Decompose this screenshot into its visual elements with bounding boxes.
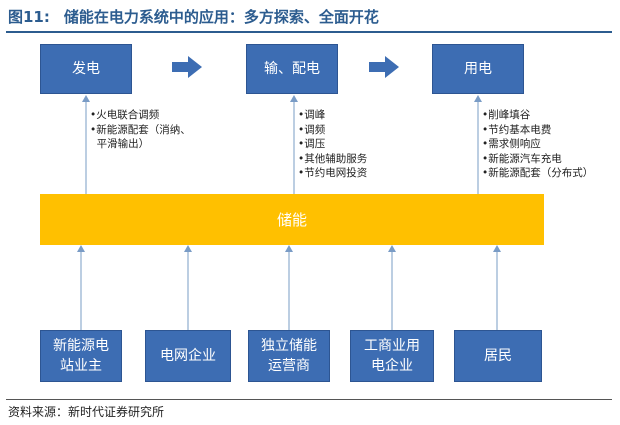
footer-rule: [6, 399, 612, 400]
grid-company-box: 电网企业: [145, 330, 231, 382]
figure-title-text: 储能在电力系统中的应用：多方探索、全面开花: [63, 8, 379, 26]
figure-number: 图11:: [8, 8, 50, 26]
transmission-note: •调频: [298, 123, 326, 136]
transmission-notes: •调峰 •调频 •调压 •其他辅助服务 •节约电网投资: [298, 108, 367, 181]
arrow-transmission-to-consumption: [369, 56, 399, 78]
generation-notes: •火电联合调频 •新能源配套（消纳、 平滑输出）: [90, 108, 191, 152]
grid-company-label: 电网企业: [160, 348, 216, 364]
arrowhead-renewable: [77, 245, 85, 252]
residents-label: 居民: [484, 348, 512, 364]
independent-operator-label: 独立储能 运营商: [261, 338, 317, 374]
transmission-note: •调峰: [298, 109, 326, 121]
generation-note: •新能源配套（消纳、: [90, 123, 191, 136]
arrowhead-industrial: [388, 245, 396, 252]
consumption-note: •新能源配套（分布式）: [482, 167, 594, 179]
generation-note: 平滑输出）: [90, 138, 150, 150]
arrowhead-generation: [82, 95, 90, 102]
consumption-label: 用电: [464, 61, 492, 77]
source-note: 资料来源：新时代证券研究所: [8, 405, 165, 419]
generation-label: 发电: [72, 61, 100, 77]
storage-bar: 储能: [40, 194, 544, 245]
residents-box: 居民: [454, 330, 542, 382]
renewable-owner-label: 新能源电 站业主: [53, 338, 109, 374]
consumption-note: •新能源汽车充电: [482, 152, 562, 165]
arrowhead-transmission: [290, 95, 298, 102]
arrowhead-grid: [184, 245, 192, 252]
transmission-label: 输、配电: [264, 61, 320, 77]
transmission-box: 输、配电: [246, 44, 338, 94]
renewable-owner-box: 新能源电 站业主: [40, 330, 122, 382]
generation-box: 发电: [40, 44, 132, 94]
transmission-note: •调压: [298, 138, 326, 150]
arrowhead-consumption: [474, 95, 482, 102]
arrowhead-residents: [493, 245, 501, 252]
arrow-generation-to-transmission: [172, 56, 202, 78]
consumption-note: •削峰填谷: [482, 109, 531, 121]
storage-label: 储能: [276, 211, 307, 229]
independent-operator-box: 独立储能 运营商: [248, 330, 330, 382]
consumption-notes: •削峰填谷 •节约基本电费 •需求侧响应 •新能源汽车充电 •新能源配套（分布式…: [482, 108, 593, 181]
consumption-note: •需求侧响应: [482, 138, 541, 150]
consumption-note: •节约基本电费: [482, 123, 552, 136]
industrial-user-box: 工商业用 电企业: [350, 330, 434, 382]
figure-title: 图11: 储能在电力系统中的应用：多方探索、全面开花: [8, 5, 379, 29]
generation-note: •火电联合调频: [90, 109, 160, 121]
industrial-user-label: 工商业用 电企业: [364, 338, 420, 374]
transmission-note: •其他辅助服务: [298, 152, 368, 165]
title-rule: [6, 31, 612, 33]
consumption-box: 用电: [432, 44, 524, 94]
arrowhead-operator: [285, 245, 293, 252]
transmission-note: •节约电网投资: [298, 167, 368, 179]
